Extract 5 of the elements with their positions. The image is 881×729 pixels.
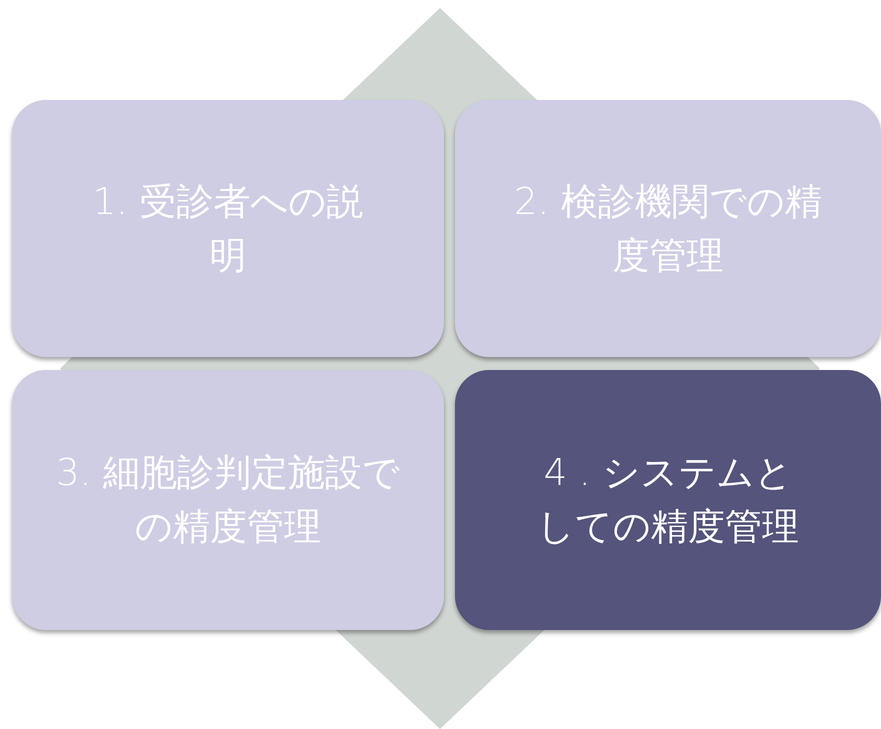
quadrant-box — [12, 100, 444, 357]
quadrant-box — [455, 100, 881, 357]
quadrant-box — [12, 370, 444, 630]
box-label: 4 . システムとしての精度管理 — [536, 450, 800, 550]
quadrant-box — [455, 370, 881, 630]
